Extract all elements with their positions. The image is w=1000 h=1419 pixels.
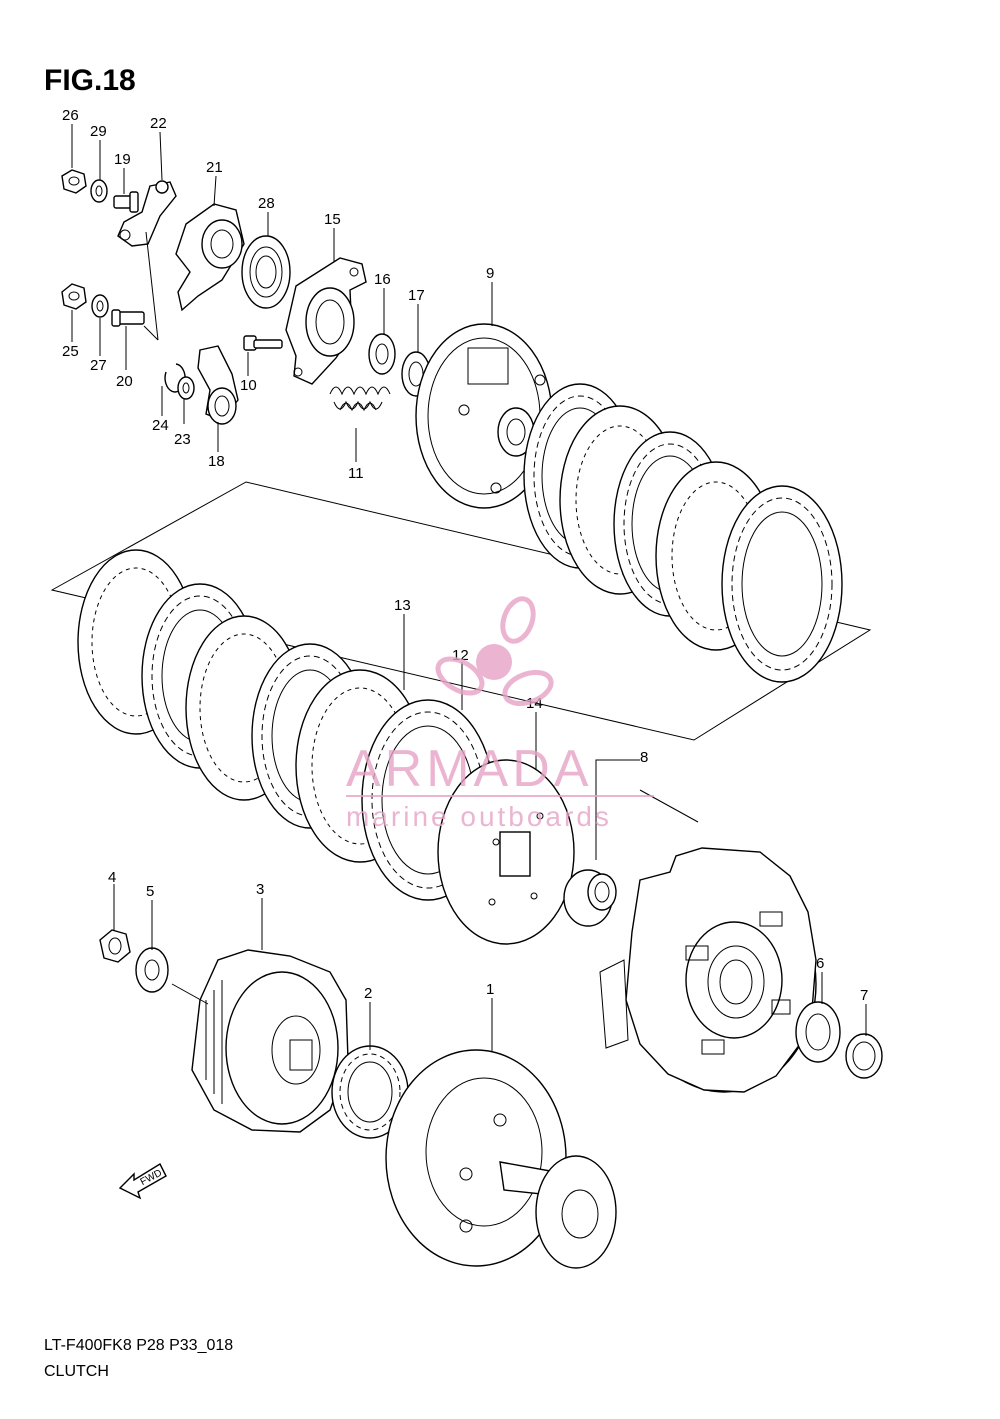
watermark-tagline: marine outboards <box>346 801 612 832</box>
part-28-bearing <box>241 235 291 309</box>
watermark: ARMADA marine outboards <box>346 596 654 832</box>
callout-20: 20 <box>116 373 133 390</box>
part-29-washer <box>90 179 108 203</box>
callout-28: 28 <box>258 195 275 212</box>
part-friction-plate-c <box>721 485 843 683</box>
callout-23: 23 <box>174 431 191 448</box>
part-8-spacer <box>563 869 617 927</box>
part-25-nut <box>61 283 87 310</box>
part-6-washer <box>795 1001 841 1063</box>
callout-25: 25 <box>62 343 79 360</box>
part-4-nut <box>99 929 131 963</box>
figure-code: LT-F400FK8 P28 P33_018 <box>44 1337 233 1354</box>
callout-4: 4 <box>108 869 116 886</box>
callout-16: 16 <box>374 271 391 288</box>
callout-8: 8 <box>640 749 648 766</box>
callout-22: 22 <box>150 115 167 132</box>
callout-18: 18 <box>208 453 225 470</box>
callout-21: 21 <box>206 159 223 176</box>
part-7-bushing <box>845 1033 883 1079</box>
part-14-pressure-disc <box>437 759 575 945</box>
callout-13: 13 <box>394 597 411 614</box>
part-16-bearing <box>368 333 396 375</box>
callout-15: 15 <box>324 211 341 228</box>
callout-1: 1 <box>486 981 494 998</box>
callout-7: 7 <box>860 987 868 1004</box>
callout-labels: 26 29 22 19 21 28 15 16 17 9 25 27 20 10… <box>62 107 868 1004</box>
part-10-bolt <box>243 335 283 351</box>
part-18-release-shaft <box>197 345 239 425</box>
callout-29: 29 <box>90 123 107 140</box>
part-26-nut <box>61 169 87 194</box>
callout-2: 2 <box>364 985 372 1002</box>
part-23-washer <box>177 376 195 400</box>
callout-3: 3 <box>256 881 264 898</box>
callout-5: 5 <box>146 883 154 900</box>
part-1-clutch-drum <box>385 1049 617 1269</box>
propeller-logo-icon <box>435 596 554 707</box>
callout-24: 24 <box>152 417 169 434</box>
callout-6: 6 <box>816 955 824 972</box>
part-21-bracket <box>175 203 245 312</box>
part-27-washer <box>91 294 109 318</box>
fwd-direction-arrow: FWD <box>118 1163 167 1200</box>
part-11-clutch-springs <box>329 386 391 412</box>
watermark-brand: ARMADA <box>346 740 592 798</box>
callout-26: 26 <box>62 107 79 124</box>
part-9-pressure-plate <box>415 323 553 509</box>
part-clutch-housing <box>599 847 817 1093</box>
callout-11: 11 <box>348 465 364 482</box>
part-5-washer <box>135 947 169 993</box>
callout-17: 17 <box>408 287 425 304</box>
part-22-release-arm <box>117 180 177 247</box>
part-15-lifter-plate <box>285 257 367 385</box>
part-20-bolt <box>111 309 145 327</box>
leader-lines <box>71 124 867 1052</box>
callout-19: 19 <box>114 151 131 168</box>
callout-10: 10 <box>240 377 257 394</box>
figure-title: FIG.18 <box>44 64 136 97</box>
figure-name: CLUTCH <box>44 1363 109 1380</box>
callout-27: 27 <box>90 357 107 374</box>
part-19-bolt <box>113 191 139 213</box>
part-3-clutch-hub <box>191 949 349 1133</box>
callout-9: 9 <box>486 265 494 282</box>
